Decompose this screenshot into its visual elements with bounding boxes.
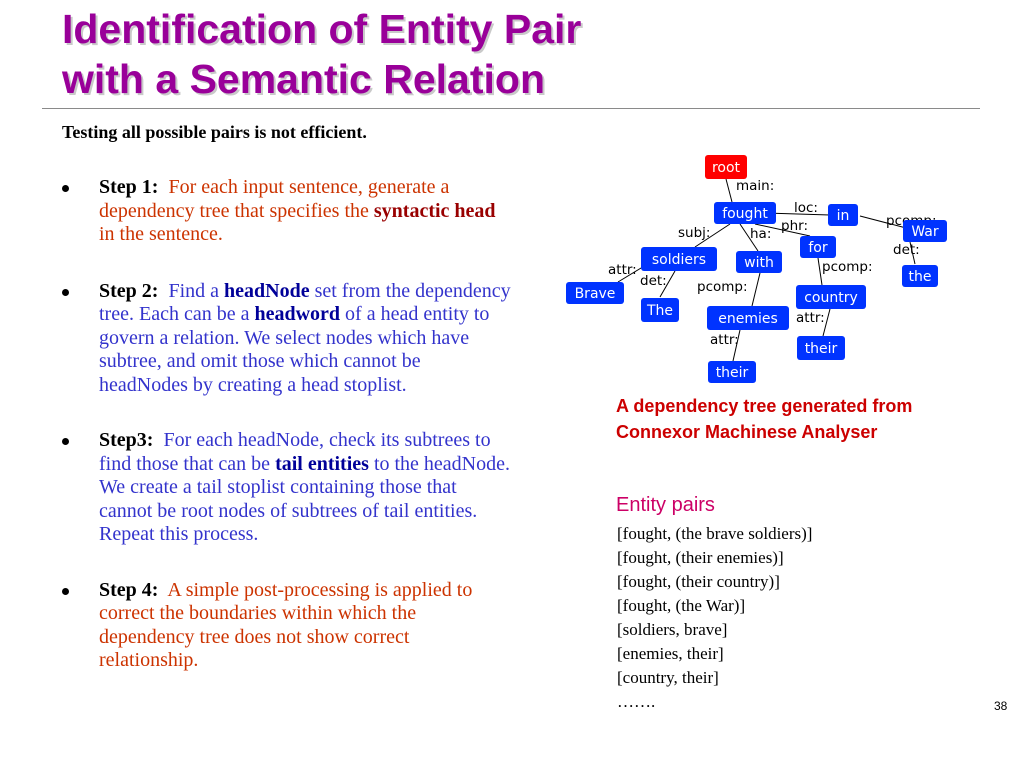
bullet-icon	[62, 288, 69, 296]
tree-node-war: War	[903, 220, 947, 242]
step-emphasis: headword	[254, 303, 341, 325]
node-label: the	[909, 269, 932, 285]
bullet-icon	[62, 587, 69, 595]
edge-label: subj:	[678, 225, 710, 241]
step-text: A simple post-processing is applied to c…	[99, 578, 473, 672]
entity-pair: [country, their]	[617, 668, 719, 687]
step-1: Step 1: For each input sentence, generat…	[62, 176, 512, 247]
edge-label: pcomp:	[822, 259, 873, 275]
title-divider	[42, 108, 980, 109]
node-label: The	[646, 303, 673, 319]
step-emphasis: tail entities	[275, 452, 369, 475]
entity-pairs-list: [fought, (the brave soldiers)] [fought, …	[617, 522, 812, 714]
step-text-part: Find a	[168, 279, 225, 302]
node-label: country	[804, 290, 858, 306]
step-2: Step 2: Find a headNode set from the dep…	[62, 280, 512, 398]
tree-links	[617, 178, 916, 362]
slide-title-line-1: Identification of Entity Pair	[62, 6, 582, 52]
tree-node-country: country	[796, 285, 866, 309]
step-text-part: to the headNode. We create a tail stopli…	[99, 452, 511, 546]
dependency-tree-diagram: main: loc: pcomp: subj: phr: ha: det: at…	[566, 155, 947, 383]
edge-label: phr:	[781, 218, 808, 234]
edge-label: attr:	[710, 332, 739, 348]
node-label: root	[712, 160, 741, 176]
entity-pair: [fought, (the War)]	[617, 596, 746, 615]
entity-pairs-heading: Entity pairs	[616, 494, 715, 516]
tree-node-soldiers: soldiers	[641, 247, 717, 271]
edge-label: det:	[640, 273, 667, 289]
caption-line-2: Connexor Machinese Analyser	[616, 422, 878, 442]
entity-pair: [soldiers, brave]	[617, 620, 728, 639]
caption-line-1: A dependency tree generated from	[616, 396, 913, 416]
diagram-caption: A dependency tree generated from Connexo…	[616, 393, 912, 445]
edge-label: main:	[736, 178, 774, 194]
step-label: Step 2:	[99, 279, 159, 302]
node-label: fought	[722, 206, 768, 222]
entity-pair: [fought, (their country)]	[617, 572, 780, 591]
step-text: For each input sentence, generate a depe…	[99, 176, 496, 245]
node-label: their	[805, 341, 838, 357]
edge-label: loc:	[794, 200, 818, 216]
entity-pair: [fought, (their enemies)]	[617, 548, 784, 567]
subtitle: Testing all possible pairs is not effici…	[62, 122, 367, 142]
step-label: Step3:	[99, 429, 154, 451]
step-text: Find a headNode set from the dependency …	[99, 280, 511, 396]
tree-node-brave: Brave	[566, 282, 624, 304]
tree-node-for: for	[800, 236, 836, 258]
step-text: For each headNode, check its subtrees to…	[99, 429, 510, 545]
entity-pair: [enemies, their]	[617, 644, 724, 663]
tree-edge-labels: main: loc: pcomp: subj: phr: ha: det: at…	[608, 178, 937, 348]
step-text-part: of a head entity to govern a relation. W…	[99, 303, 490, 396]
step-text-part: set from the dependency tree. Each can b…	[99, 279, 511, 326]
node-label: for	[808, 240, 827, 256]
step-emphasis: headNode	[224, 279, 310, 302]
steps-list: Step 1: For each input sentence, generat…	[62, 176, 512, 673]
edge-label: pcomp:	[697, 279, 748, 295]
step-label: Step 4:	[99, 578, 159, 601]
slide-title: Identification of Entity Pair with a Sem…	[62, 4, 581, 104]
tree-node-fought: fought	[714, 202, 776, 224]
entity-pair: [fought, (the brave soldiers)]	[617, 524, 813, 543]
edge-label: attr:	[796, 310, 825, 326]
step-4: Step 4: A simple post-processing is appl…	[62, 579, 512, 673]
step-text-part: in the sentence.	[99, 223, 223, 245]
step-label: Step 1:	[99, 176, 159, 198]
tree-node-the-det: The	[641, 298, 679, 322]
edge-label: ha:	[750, 226, 771, 242]
entity-pair-ellipsis: …….	[617, 692, 656, 711]
edge-label: attr:	[608, 262, 637, 278]
bullet-icon	[62, 438, 69, 445]
node-label: enemies	[718, 311, 778, 327]
step-3: Step3: For each headNode, check its subt…	[62, 429, 512, 547]
step-emphasis: syntactic head	[373, 199, 496, 222]
tree-node-in: in	[828, 204, 858, 226]
node-label: soldiers	[652, 252, 706, 268]
step-text-part: For each input sentence, generate a depe…	[99, 176, 450, 222]
page-number: 38	[994, 699, 1008, 713]
edge-label: det:	[893, 242, 920, 258]
node-label: their	[716, 365, 749, 381]
tree-node-the: the	[902, 265, 938, 287]
tree-node-root: root	[705, 155, 747, 179]
tree-node-with: with	[736, 251, 782, 273]
tree-node-their-enemies: their	[708, 361, 756, 383]
tree-node-enemies: enemies	[707, 306, 789, 330]
node-label: Brave	[575, 286, 616, 302]
step-text-part: For each headNode, check its subtrees to…	[99, 429, 491, 475]
bullet-icon	[62, 185, 69, 192]
tree-node-their-country: their	[797, 336, 845, 360]
node-label: War	[911, 224, 939, 240]
node-label: in	[837, 208, 850, 224]
slide-title-line-2: with a Semantic Relation	[62, 56, 545, 102]
node-label: with	[744, 255, 774, 271]
tree-nodes: root fought in War the soldiers with fo	[566, 155, 947, 383]
